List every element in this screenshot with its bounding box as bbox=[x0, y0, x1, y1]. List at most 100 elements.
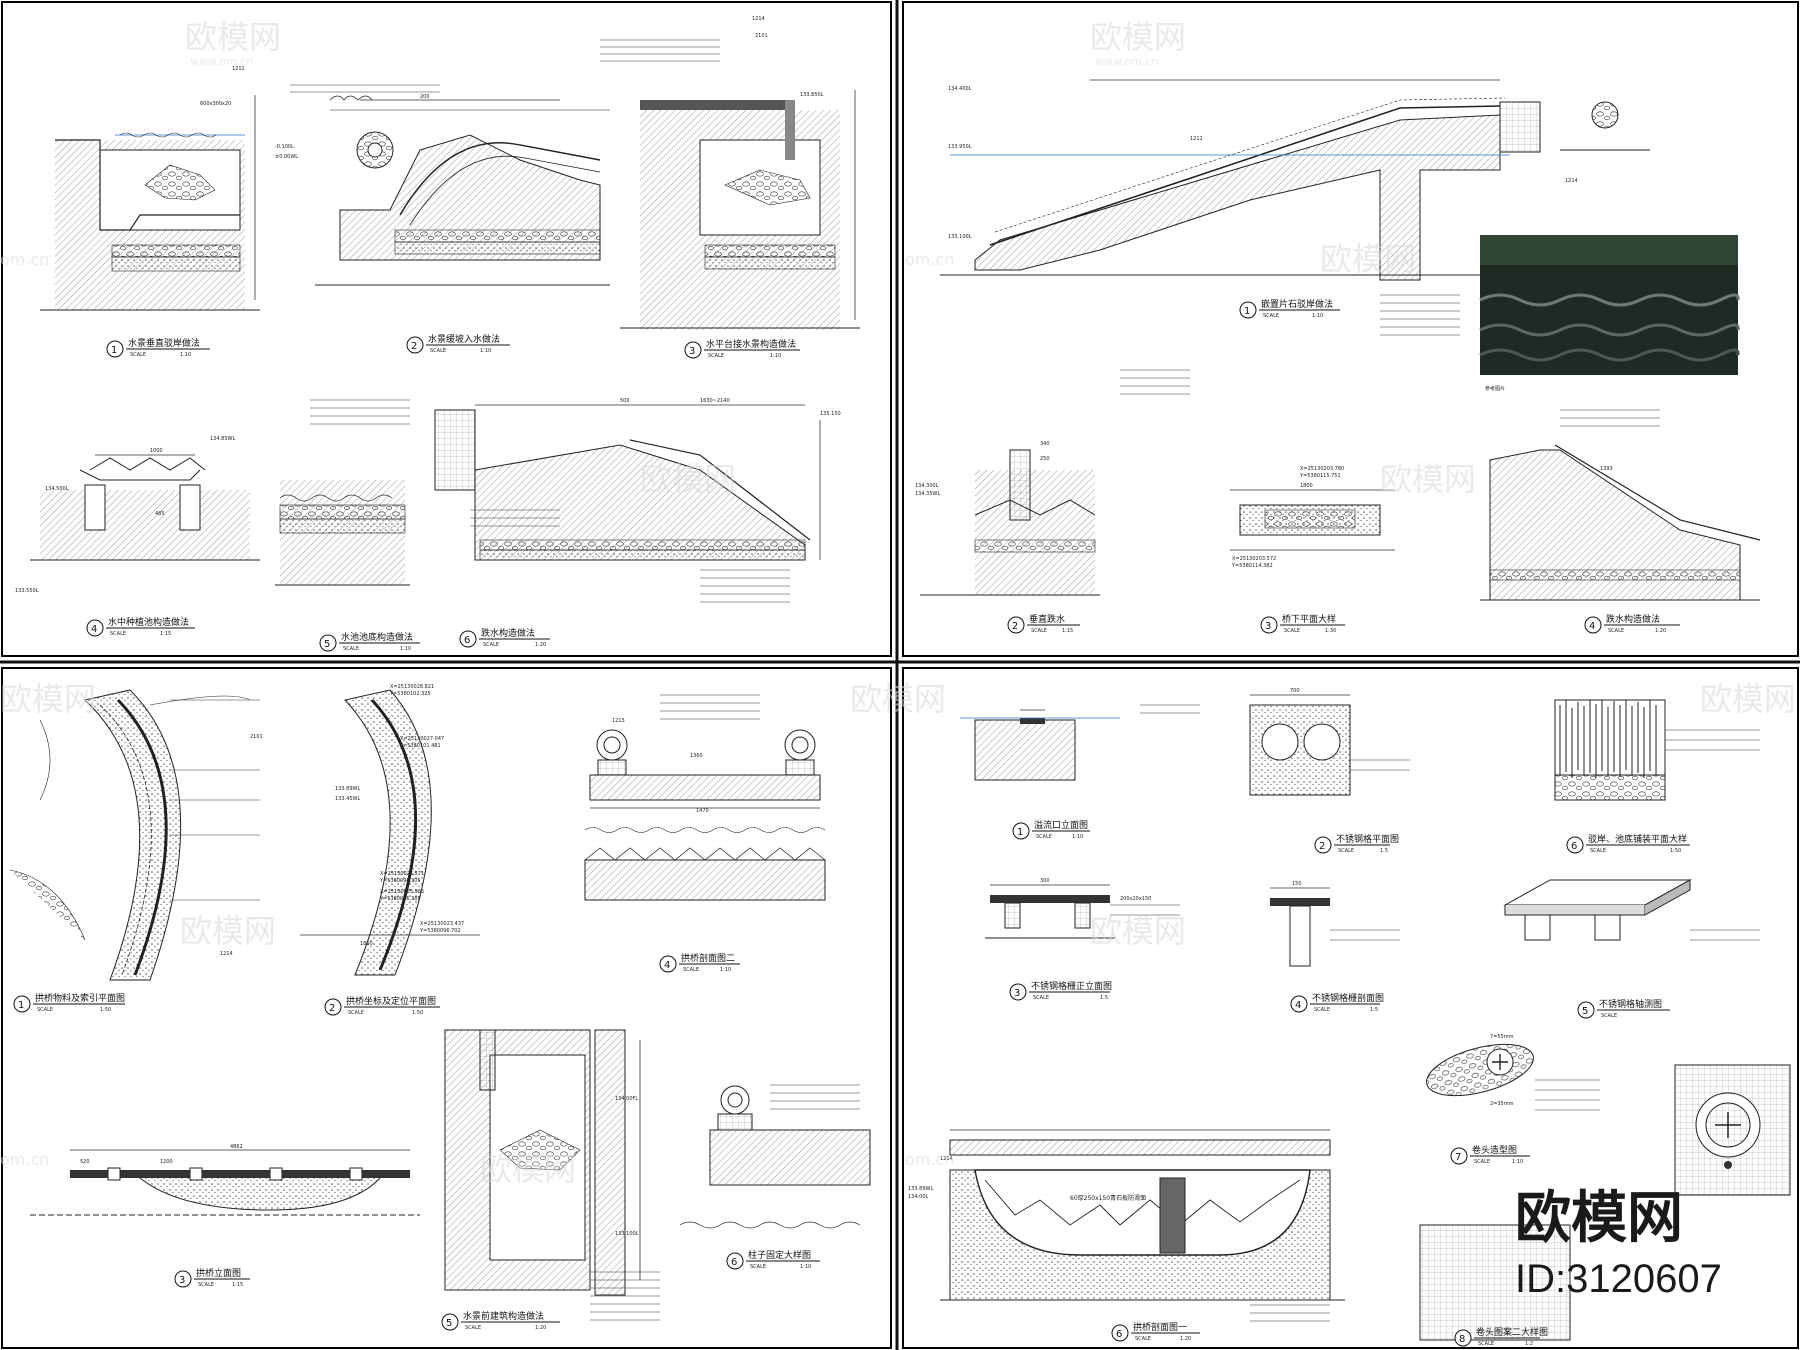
svg-text:SCALE: SCALE bbox=[1590, 848, 1606, 854]
svg-text:跌水构造做法: 跌水构造做法 bbox=[1606, 613, 1660, 625]
svg-text:1:5: 1:5 bbox=[1370, 1007, 1378, 1013]
callout: X=25130203.572 bbox=[1232, 556, 1276, 562]
svg-text:1:20: 1:20 bbox=[535, 1325, 546, 1331]
detail-title-5: 5 不锈钢格轴测图 SCALE bbox=[1577, 998, 1670, 1019]
svg-text:6: 6 bbox=[464, 635, 470, 646]
plan-under-bridge bbox=[1230, 489, 1395, 551]
svg-text:5: 5 bbox=[1582, 1006, 1588, 1017]
callout: Y=5380095.385 bbox=[379, 896, 421, 902]
svg-text:水景缓坡入水做法: 水景缓坡入水做法 bbox=[428, 333, 500, 345]
svg-text:3: 3 bbox=[1265, 621, 1271, 632]
callout: Y=5380115.751 bbox=[1299, 473, 1341, 479]
callout: Y=5380114.382 bbox=[1231, 563, 1273, 569]
svg-text:柱子固定大样图: 柱子固定大样图 bbox=[748, 1249, 811, 1261]
callout: 250 bbox=[1040, 456, 1050, 462]
section-planting-pit bbox=[30, 454, 260, 561]
svg-text:4: 4 bbox=[1589, 621, 1595, 632]
callout: Y=5380098.305 bbox=[379, 878, 421, 884]
svg-text:2: 2 bbox=[411, 341, 417, 352]
svg-text:1:15: 1:15 bbox=[1062, 628, 1073, 634]
detail-title-4: 4 拱桥剖面图二 SCALE 1:10 bbox=[659, 952, 740, 973]
svg-text:SCALE: SCALE bbox=[1135, 1336, 1151, 1342]
scroll-head-shape bbox=[1426, 1043, 1534, 1097]
callout: 133.550L bbox=[15, 588, 39, 594]
watermark-brand: 欧模网 bbox=[1700, 680, 1796, 718]
svg-text:1:10: 1:10 bbox=[720, 967, 731, 973]
detail-title-8: 8 卷头图案二大样图 SCALE 1:2 bbox=[1454, 1326, 1548, 1347]
callout: 133.89WL bbox=[335, 786, 360, 792]
callout: X=25130203.780 bbox=[1300, 466, 1344, 472]
watermark-brand: 欧模网 bbox=[640, 460, 736, 498]
detail-title-5: 5 水景前建筑构造做法 SCALE 1:20 bbox=[441, 1310, 560, 1331]
svg-text:1: 1 bbox=[18, 1000, 24, 1011]
detail-title-6-bridge: 6 拱桥剖面图一 SCALE 1:20 bbox=[1111, 1321, 1200, 1342]
detail-title-3: 3 水平台接水景构造做法 SCALE 1:10 bbox=[684, 338, 800, 359]
svg-text:4: 4 bbox=[91, 624, 97, 635]
watermark-layer: 欧模网 www.om.cn 欧模网 www.om.cn 欧模网 欧模网 om.c… bbox=[0, 18, 1796, 1188]
callout: 2101 bbox=[755, 33, 768, 39]
inline-label: 60厚250x150青石板防滑面 bbox=[1070, 1194, 1146, 1202]
watermark-brand: 欧模网 bbox=[1090, 912, 1186, 950]
callout: X=25130023.437 bbox=[420, 921, 464, 927]
section-platform bbox=[620, 90, 860, 330]
callout: 1630~2140 bbox=[700, 398, 730, 404]
callout: 134.00L bbox=[908, 1194, 928, 1200]
svg-text:1: 1 bbox=[1017, 827, 1023, 838]
watermark-url: www.om.cn bbox=[1095, 55, 1158, 68]
panel-top-right: 参考图片 134.40 bbox=[915, 79, 1761, 634]
watermark-brand: 欧模网 bbox=[1380, 460, 1476, 498]
section-arch-bridge-1: 60厚250x150青石板防滑面 bbox=[940, 1129, 1345, 1301]
detail-title-2: 2 拱桥坐标及定位平面图 SCALE 1:50 bbox=[324, 995, 440, 1016]
svg-text:SCALE: SCALE bbox=[1284, 628, 1300, 634]
plan-arch-bridge-materials bbox=[9, 689, 251, 981]
detail-title-5: 5 水池池底构造做法 SCALE 1:10 bbox=[319, 631, 420, 652]
callout: 2=35mm bbox=[1490, 1101, 1514, 1107]
section-cascade bbox=[434, 404, 821, 561]
svg-text:1:10: 1:10 bbox=[1512, 1159, 1523, 1165]
section-gentle-slope bbox=[315, 95, 610, 286]
callout: 1470 bbox=[696, 808, 709, 814]
svg-text:垂直跌水: 垂直跌水 bbox=[1029, 613, 1065, 625]
svg-text:1:20: 1:20 bbox=[1180, 1336, 1191, 1342]
svg-text:SCALE: SCALE bbox=[37, 1007, 53, 1013]
callout: 1360 bbox=[690, 753, 703, 759]
detail-title-1: 1 溢流口立面图 SCALE 1:10 bbox=[1012, 819, 1090, 840]
callout: 134.400L bbox=[948, 86, 972, 92]
svg-text:1:15: 1:15 bbox=[232, 1282, 243, 1288]
svg-text:SCALE: SCALE bbox=[343, 646, 359, 652]
detail-title-2: 2 水景缓坡入水做法 SCALE 1:10 bbox=[406, 333, 510, 354]
callout: 133.89WL bbox=[908, 1186, 933, 1192]
svg-text:SCALE: SCALE bbox=[1036, 834, 1052, 840]
callout: X=25130025.965 bbox=[380, 889, 424, 895]
svg-text:1:10: 1:10 bbox=[400, 646, 411, 652]
callout: Y=5380101.481 bbox=[399, 743, 441, 749]
svg-text:拱桥剖面图一: 拱桥剖面图一 bbox=[1133, 1321, 1187, 1333]
svg-text:4: 4 bbox=[664, 960, 670, 971]
detail-title-6-paving: 6 驳岸、池底铺装平面大样 SCALE 1:50 bbox=[1566, 833, 1690, 854]
svg-text:SCALE: SCALE bbox=[483, 642, 499, 648]
callout: 1800 bbox=[1300, 483, 1313, 489]
callout: 1393 bbox=[1600, 466, 1613, 472]
section-vertical-cascade bbox=[920, 449, 1100, 596]
callout: 134.35WL bbox=[915, 491, 940, 497]
detail-title-6: 6 柱子固定大样图 SCALE 1:10 bbox=[726, 1249, 820, 1270]
panel-bottom-left: X=25130028.821 Y=5380102.325 X=25130027.… bbox=[9, 684, 871, 1331]
watermark-brand: 欧模网 bbox=[850, 680, 946, 718]
svg-text:不锈钢格栅正立面图: 不锈钢格栅正立面图 bbox=[1031, 980, 1112, 992]
svg-text:SCALE: SCALE bbox=[683, 967, 699, 973]
svg-text:1:10: 1:10 bbox=[180, 352, 191, 358]
callout: 1214 bbox=[940, 1156, 953, 1162]
watermark-url: om.cn bbox=[0, 1150, 49, 1169]
elevation-arch-bridge bbox=[30, 1149, 420, 1216]
svg-text:SCALE: SCALE bbox=[1263, 313, 1279, 319]
detail-title-4: 4 水中种植池构造做法 SCALE 1:15 bbox=[86, 616, 195, 637]
svg-text:拱桥物料及索引平面图: 拱桥物料及索引平面图 bbox=[35, 992, 125, 1004]
svg-text:SCALE: SCALE bbox=[110, 631, 126, 637]
callout: 1214 bbox=[752, 16, 765, 22]
svg-text:3: 3 bbox=[1014, 988, 1020, 999]
svg-text:1:15: 1:15 bbox=[160, 631, 171, 637]
svg-text:驳岸、池底铺装平面大样: 驳岸、池底铺装平面大样 bbox=[1588, 833, 1687, 845]
detail-column-fixing bbox=[679, 1085, 871, 1229]
section-building-front bbox=[444, 1029, 641, 1296]
